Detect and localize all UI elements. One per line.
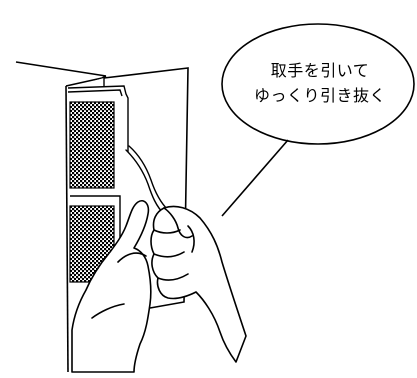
left-hand <box>71 199 152 373</box>
callout-text: 取手を引いて ゆっくり引き抜く <box>246 58 394 108</box>
filter-handle <box>125 145 169 215</box>
callout-line-2: ゆっくり引き抜く <box>253 86 386 105</box>
callout-line-1: 取手を引いて <box>270 61 370 80</box>
right-hand <box>150 205 247 363</box>
unit-body <box>15 61 107 373</box>
filter-mesh-upper <box>69 101 115 189</box>
callout-bubble <box>221 23 415 217</box>
